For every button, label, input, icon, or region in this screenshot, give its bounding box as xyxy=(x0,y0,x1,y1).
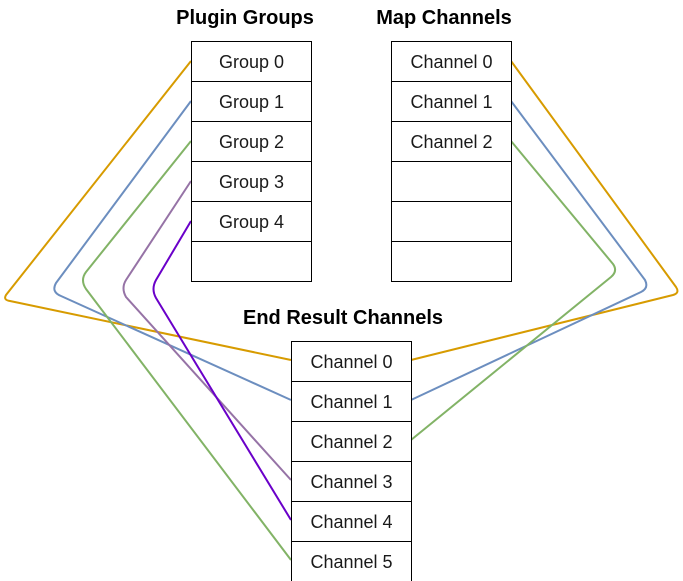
plugin-group-cell-label: Group 0 xyxy=(219,52,284,72)
end-result-channel-cell-label: Channel 4 xyxy=(310,512,392,532)
end-result-channel-cell-0: Channel 0 xyxy=(291,341,412,382)
map-channels-cells: Channel 0 Channel 1 Channel 2 xyxy=(391,41,512,282)
map-channel-cell-label: Channel 1 xyxy=(410,92,492,112)
plugin-group-cell-box xyxy=(191,241,312,282)
end-result-channel-cell-box xyxy=(291,421,412,462)
map-channel-cell-box xyxy=(391,241,512,282)
end-result-channel-cell-box xyxy=(291,541,412,581)
connector-lines xyxy=(4,60,679,561)
map-channel-cell-3 xyxy=(391,161,512,202)
plugin-group-cell-box xyxy=(191,161,312,202)
end-result-channel-cell-label: Channel 1 xyxy=(310,392,392,412)
wire-group2-to-channel2 xyxy=(82,140,292,561)
plugin-group-cell-box xyxy=(191,41,312,82)
map-channel-cell-box xyxy=(391,161,512,202)
end-result-channel-cell-label: Channel 5 xyxy=(310,552,392,572)
end-result-title: End Result Channels xyxy=(243,307,443,329)
plugin-group-cell-3: Group 3 xyxy=(191,161,312,202)
wire-group1-to-channel1 xyxy=(53,100,292,401)
wire-group0-to-channel0 xyxy=(4,60,292,361)
end-result-cells: Channel 0 Channel 1 Channel 2 Channel 3 Chan… xyxy=(291,341,412,581)
end-result-channel-cell-label: Channel 0 xyxy=(310,352,392,372)
end-result-channel-cell-box xyxy=(291,461,412,502)
end-result-channel-cell-box xyxy=(291,381,412,422)
end-result-channel-cell-5: Channel 5 xyxy=(291,541,412,581)
map-channel-cell-box xyxy=(391,121,512,162)
end-result-channel-cell-1: Channel 1 xyxy=(291,381,412,422)
map-channel-cell-0: Channel 0 xyxy=(391,41,512,82)
map-channel-cell-5 xyxy=(391,241,512,282)
end-result-channel-cell-label: Channel 3 xyxy=(310,472,392,492)
plugin-group-cell-1: Group 1 xyxy=(191,81,312,122)
plugin-group-cell-box xyxy=(191,121,312,162)
map-channel-cell-label: Channel 2 xyxy=(410,132,492,152)
plugin-group-cell-label: Group 1 xyxy=(219,92,284,112)
end-result-channel-cell-label: Channel 2 xyxy=(310,432,392,452)
map-channel-cell-2: Channel 2 xyxy=(391,121,512,162)
map-channel-cell-4 xyxy=(391,201,512,242)
plugin-group-cell-5 xyxy=(191,241,312,282)
wire-mapchannel2-to-channel2 xyxy=(410,140,617,441)
end-result-channel-cell-4: Channel 4 xyxy=(291,501,412,542)
plugin-groups-cells: Group 0 Group 1 Group 2 Group 3 Group 4 xyxy=(191,41,312,282)
wire-mapchannel1-to-channel1 xyxy=(410,100,648,401)
map-channels-table: Map Channels Channel 0 Channel 1 Channel 2 xyxy=(376,7,512,282)
map-channel-cell-label: Channel 0 xyxy=(410,52,492,72)
map-channel-cell-box xyxy=(391,81,512,122)
plugin-group-cell-2: Group 2 xyxy=(191,121,312,162)
wire-group3-to-channel3 xyxy=(122,180,292,481)
wire-mapchannel0-to-channel0 xyxy=(410,60,679,361)
end-result-channel-cell-3: Channel 3 xyxy=(291,461,412,502)
plugin-group-cell-label: Group 2 xyxy=(219,132,284,152)
end-result-channel-cell-2: Channel 2 xyxy=(291,421,412,462)
wire-group4-to-channel4 xyxy=(152,220,292,521)
plugin-groups-title: Plugin Groups xyxy=(176,7,314,29)
plugin-group-cell-label: Group 4 xyxy=(219,212,284,232)
plugin-group-cell-label: Group 3 xyxy=(219,172,284,192)
map-channels-title: Map Channels xyxy=(376,7,512,29)
plugin-group-cell-4: Group 4 xyxy=(191,201,312,242)
map-channel-cell-1: Channel 1 xyxy=(391,81,512,122)
plugin-group-cell-0: Group 0 xyxy=(191,41,312,82)
map-channel-cell-box xyxy=(391,201,512,242)
map-channel-cell-box xyxy=(391,41,512,82)
plugin-group-cell-box xyxy=(191,201,312,242)
